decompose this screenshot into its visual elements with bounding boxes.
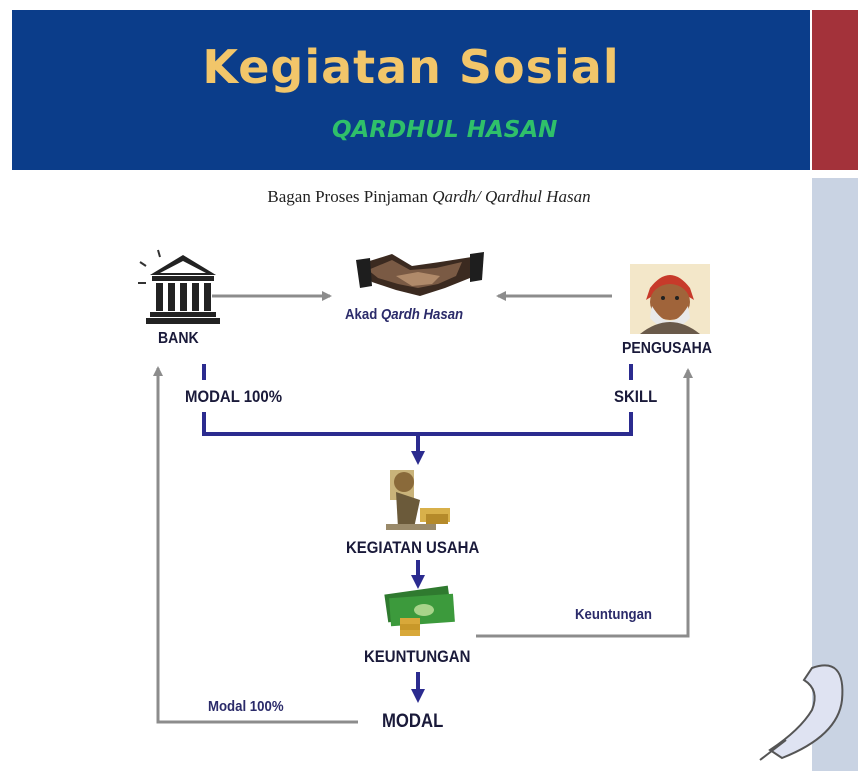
caption-text: Bagan Proses Pinjaman [267,187,433,206]
keuntungan-return-arrow [476,368,693,638]
keuntungan-label: KEUNTUNGAN [364,647,471,666]
modal-100-label: MODAL 100% [185,387,282,406]
bank-building-icon [138,249,220,324]
slide-subtitle: QARDHUL HASAN [332,117,558,143]
keuntungan-edge-label: Keuntungan [575,606,652,623]
modal-label: MODAL [382,711,444,732]
modal-edge-label: Modal 100% [208,698,284,715]
akad-label-prefix: Akad [345,306,381,323]
slide-title: Kegiatan Sosial [202,40,620,94]
money-stack-icon [384,585,455,636]
worker-icon [386,470,450,530]
bank-label: BANK [158,330,199,347]
kegiatan-usaha-label: KEGIATAN USAHA [346,538,480,557]
akad-label: Akad Qardh Hasan [345,306,463,323]
handshake-icon [356,252,484,296]
akad-label-italic: Qardh Hasan [380,306,464,323]
caption-italic: Qardh/ Qardhul Hasan [432,187,591,206]
modal-return-arrow [153,366,358,724]
merge-bracket [202,412,633,436]
entrepreneur-portrait-icon [630,264,710,334]
side-accent-red [812,10,858,170]
diagram-caption: Bagan Proses Pinjaman Qardh/ Qardhul Has… [0,187,858,207]
skill-label: SKILL [614,387,658,406]
title-banner: Kegiatan Sosial QARDHUL HASAN [12,10,810,170]
telephone-handset-icon [759,664,844,761]
pengusaha-label: PENGUSAHA [622,340,712,357]
